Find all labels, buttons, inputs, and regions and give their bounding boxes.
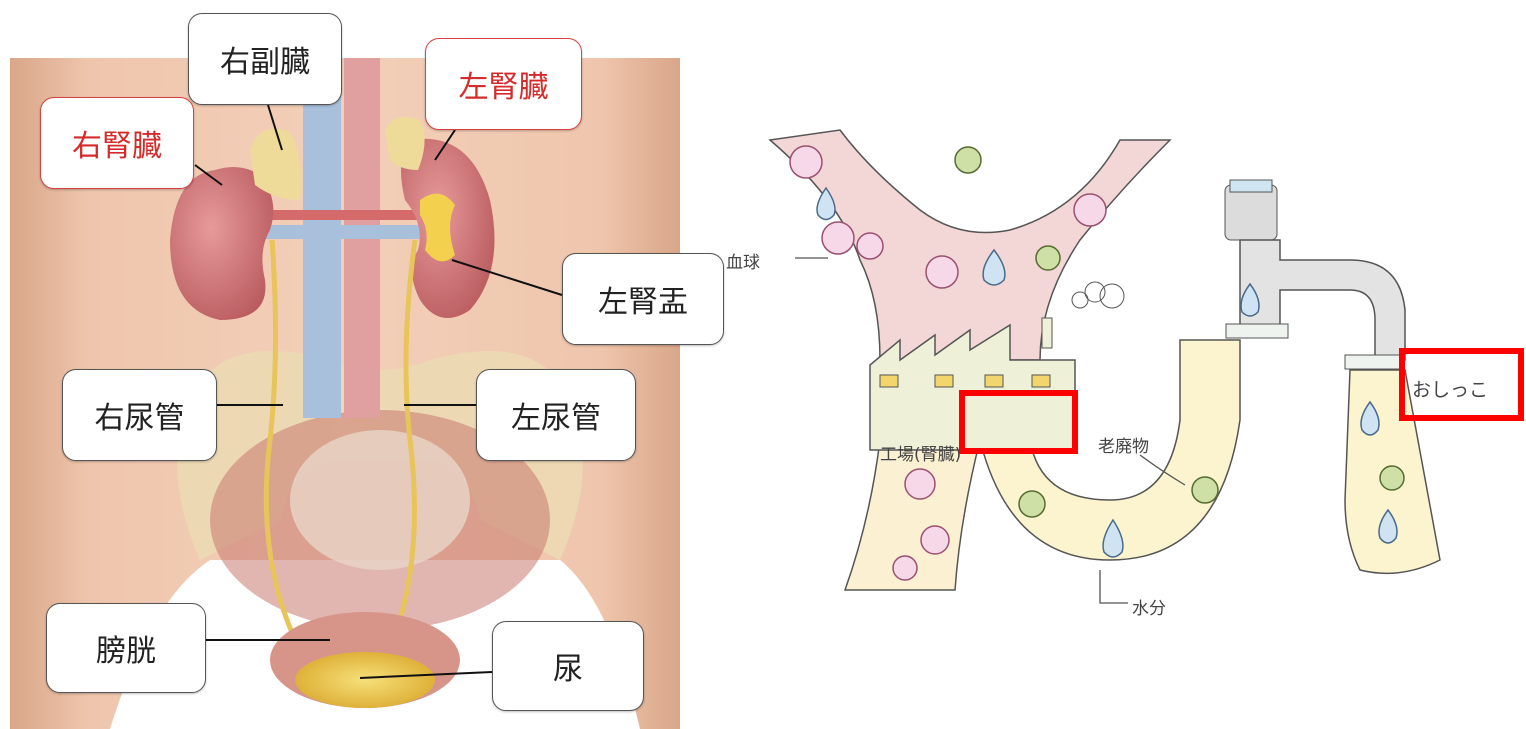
label-right-ureter: 右尿管: [62, 369, 217, 461]
urine-fill: [295, 652, 435, 708]
label-left-ureter: 左尿管: [476, 369, 636, 461]
right-kidney-shape: [170, 167, 273, 320]
label-waste: 老廃物: [1098, 432, 1149, 457]
label-right-kidney: 右腎臓: [40, 97, 194, 189]
label-water: 水分: [1132, 594, 1166, 619]
label-urine: 尿: [492, 621, 644, 711]
label-factory: 工場(腎臓): [880, 440, 961, 465]
highlight-box-pee: [1399, 348, 1524, 421]
highlight-box-kidney: [959, 390, 1078, 454]
label-blood-cells: 血球: [726, 248, 760, 273]
anatomy-illustration: 右副臓 左腎臓 右腎臓 左腎盂 右尿管 左尿管 膀胱 尿: [0, 0, 770, 729]
label-left-kidney: 左腎臓: [425, 38, 582, 130]
kidney-factory-diagram: 血球 工場(腎臓) 老廃物 水分 おしっこ: [700, 0, 1526, 729]
label-right-adrenal: 右副臓: [188, 13, 342, 105]
label-bladder: 膀胱: [46, 603, 206, 693]
